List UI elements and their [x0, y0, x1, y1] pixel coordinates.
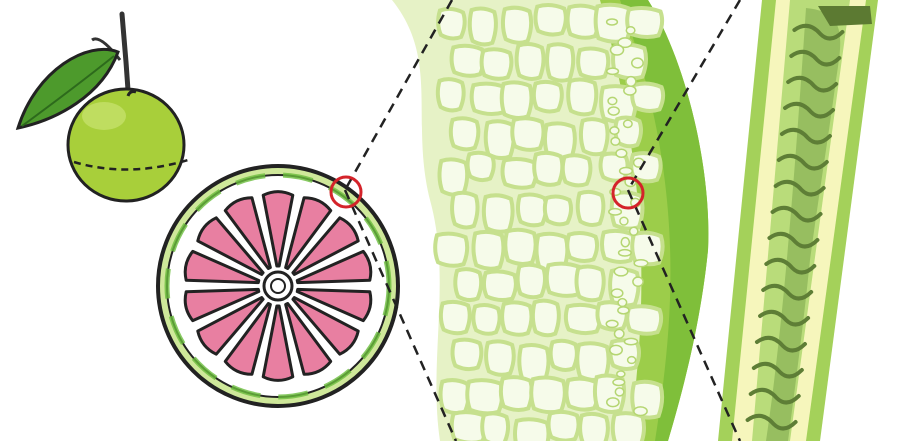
tissue-cell: [452, 46, 484, 76]
small-tissue-cell: [614, 267, 627, 276]
small-tissue-cell: [620, 167, 633, 174]
tissue-cell: [467, 380, 502, 413]
tissue-cell: [503, 159, 537, 188]
tissue-cell: [613, 413, 644, 441]
small-tissue-cell: [624, 120, 633, 127]
tissue-cell: [563, 155, 591, 185]
small-tissue-cell: [632, 58, 643, 68]
fruit-cross-section: [158, 166, 398, 406]
tissue-cell: [452, 193, 477, 228]
small-tissue-cell: [630, 227, 638, 235]
tissue-cell: [577, 267, 604, 301]
small-tissue-cell: [619, 250, 632, 256]
tissue-cell: [484, 271, 516, 300]
small-tissue-cell: [624, 86, 636, 95]
tissue-cell: [486, 341, 514, 374]
tissue-cell: [534, 153, 562, 185]
tissue-cell: [535, 5, 565, 35]
tissue-cell: [501, 377, 532, 410]
small-tissue-cell: [607, 398, 619, 407]
tissue-cell: [502, 82, 532, 118]
tissue-cell: [453, 340, 482, 370]
tissue-cell: [566, 305, 600, 333]
tissue-cell: [549, 412, 579, 441]
tissue-cell: [567, 233, 597, 261]
small-tissue-cell: [608, 97, 617, 104]
tissue-cell: [473, 232, 503, 269]
tissue-cell: [451, 118, 479, 149]
tissue-cell: [578, 48, 608, 78]
small-tissue-cell: [633, 277, 643, 286]
tissue-cell: [503, 8, 531, 43]
small-tissue-cell: [620, 217, 628, 225]
small-tissue-cell: [614, 329, 623, 338]
small-tissue-cell: [609, 209, 622, 215]
tissue-cell: [435, 234, 467, 266]
tissue-cell: [632, 84, 663, 111]
small-tissue-cell: [610, 45, 623, 55]
tissue-cell: [468, 153, 494, 180]
tissue-cell: [441, 302, 470, 333]
tissue-cell: [515, 419, 549, 441]
small-tissue-cell: [626, 27, 635, 34]
small-tissue-cell: [610, 127, 619, 134]
tissue-cell: [518, 265, 545, 297]
tissue-cell: [473, 305, 499, 334]
small-tissue-cell: [621, 238, 629, 247]
tissue-cell: [568, 79, 596, 114]
small-tissue-cell: [611, 137, 620, 145]
whole-fruit: [18, 14, 188, 201]
tissue-cell: [486, 121, 514, 158]
tissue-cell: [578, 192, 604, 225]
rind-tissue-magnified: [392, 0, 708, 441]
small-tissue-cell: [613, 379, 625, 385]
tissue-cell: [482, 49, 512, 79]
small-tissue-cell: [628, 357, 636, 364]
tissue-cell: [482, 413, 508, 441]
tissue-cell: [505, 230, 535, 264]
small-tissue-cell: [610, 345, 622, 354]
tissue-cell: [533, 301, 559, 336]
small-tissue-cell: [608, 107, 619, 115]
tissue-cell: [518, 195, 546, 226]
tissue-cell: [547, 44, 573, 80]
tissue-cell: [517, 44, 544, 79]
small-tissue-cell: [618, 307, 629, 314]
tissue-cell: [551, 341, 577, 370]
tissue-cell: [455, 269, 481, 300]
small-tissue-cell: [624, 338, 637, 344]
small-tissue-cell: [634, 407, 647, 416]
tissue-cell: [438, 9, 465, 39]
tissue-cell: [545, 196, 571, 224]
fruit-stem: [122, 14, 128, 90]
tissue-cell: [484, 195, 513, 232]
tissue-cell: [438, 79, 464, 110]
small-tissue-cell: [634, 260, 648, 267]
tissue-cell: [512, 118, 543, 150]
small-tissue-cell: [617, 371, 625, 377]
small-tissue-cell: [607, 68, 619, 74]
tissue-cell: [441, 380, 469, 413]
small-tissue-cell: [611, 289, 622, 297]
small-tissue-cell: [626, 77, 636, 87]
small-tissue-cell: [615, 388, 624, 396]
small-tissue-cell: [618, 299, 627, 307]
tissue-cell: [602, 231, 634, 262]
tissue-cell: [534, 82, 562, 112]
small-tissue-cell: [607, 19, 618, 25]
tissue-cell: [581, 119, 608, 154]
small-tissue-cell: [616, 149, 627, 157]
tissue-cell: [627, 306, 661, 333]
small-tissue-cell: [606, 320, 618, 327]
tissue-cell: [502, 302, 531, 334]
tissue-cell: [440, 159, 468, 195]
tissue-cell: [531, 378, 565, 413]
tissue-cell: [580, 414, 608, 441]
cell-strand-magnified: [718, 0, 878, 441]
tissue-cell: [470, 8, 496, 44]
